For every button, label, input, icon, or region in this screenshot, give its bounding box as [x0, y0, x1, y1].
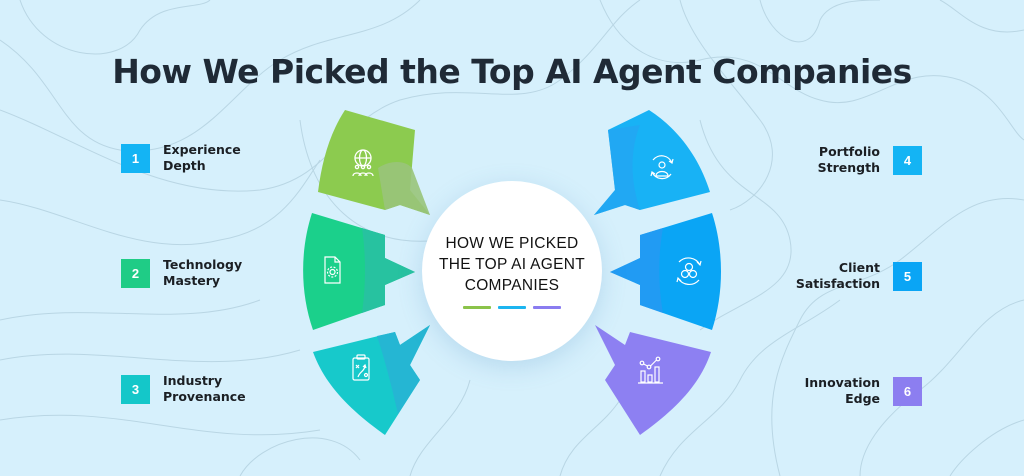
document-gear-icon	[324, 256, 341, 284]
color-dashes	[463, 306, 561, 309]
center-hub: HOW WE PICKED THE TOP AI AGENT COMPANIES	[422, 181, 602, 361]
segment-innovation-edge	[595, 325, 711, 435]
number-badge: 4	[893, 145, 922, 175]
molecule-cycle-icon	[676, 257, 702, 286]
number-badge: 3	[121, 374, 150, 404]
center-title-line: THE TOP AI AGENT	[438, 256, 586, 273]
user-cycle-icon	[650, 155, 674, 180]
dash-purple	[533, 306, 561, 309]
strategy-clipboard-icon	[352, 354, 370, 381]
number-badge: 1	[121, 143, 150, 173]
growth-chart-icon	[638, 356, 663, 384]
dash-blue	[498, 306, 526, 309]
global-team-icon	[352, 149, 374, 177]
segment-technology-mastery	[303, 213, 415, 330]
segment-client-satisfaction	[610, 213, 721, 330]
segment-portfolio-strength	[594, 110, 710, 215]
center-title-line: COMPANIES	[464, 277, 560, 294]
center-title-line: HOW WE PICKED	[445, 235, 579, 252]
segment-experience-depth	[318, 110, 430, 215]
number-badge: 6	[893, 376, 922, 406]
number-badge: 5	[893, 261, 922, 291]
segment-industry-provenance	[313, 325, 430, 435]
dash-green	[463, 306, 491, 309]
number-badge: 2	[121, 258, 150, 288]
center-title: HOW WE PICKED THE TOP AI AGENT COMPANIES	[439, 233, 585, 296]
page-title: How We Picked the Top AI Agent Companies	[112, 52, 912, 92]
